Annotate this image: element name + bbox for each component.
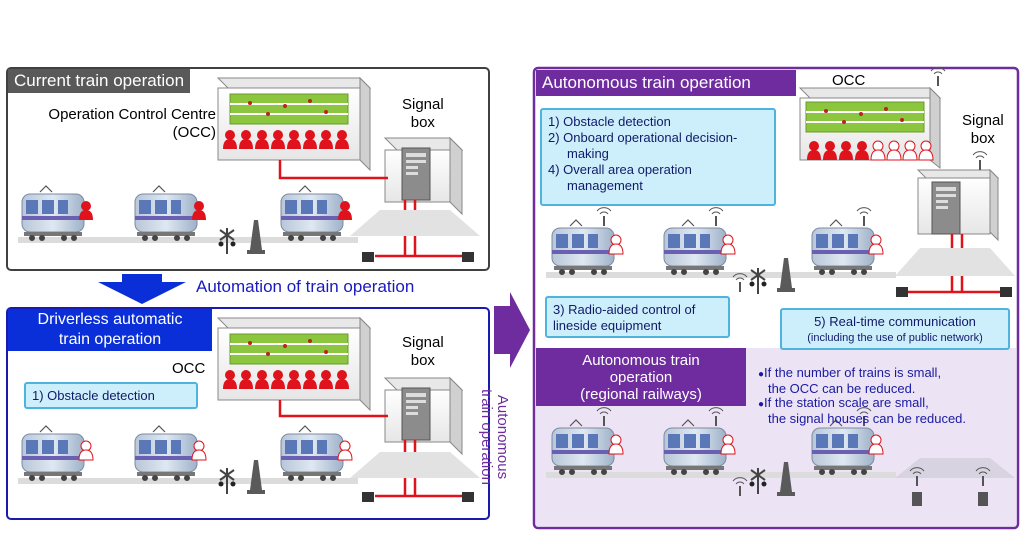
driverless-title: Driverless automatic train operation bbox=[8, 309, 212, 351]
realtime-comm-line1: 5) Real-time communication bbox=[814, 314, 976, 329]
side-arrow-label-wrap: Autonomous train operation bbox=[478, 362, 528, 512]
automation-label: Automation of train operation bbox=[196, 277, 415, 296]
driverless-signal-label: Signal box bbox=[402, 334, 444, 369]
regional-title: Autonomous train operation (regional rai… bbox=[536, 348, 746, 406]
feature-4-cont: management bbox=[567, 178, 643, 193]
current-signal-label: Signal box bbox=[402, 96, 444, 131]
feature-1: 1) Obstacle detection bbox=[548, 114, 671, 129]
driverless-occ-label: OCC bbox=[172, 360, 206, 377]
current-occ-building bbox=[216, 76, 372, 172]
autonomous-features-box: 1) Obstacle detection 2) Onboard operati… bbox=[540, 108, 776, 206]
radio-control-box: 3) Radio-aided control of lineside equip… bbox=[545, 296, 730, 338]
note-1: ●If the number of trains is small, bbox=[758, 365, 942, 381]
driverless-feature-box: 1) Obstacle detection bbox=[24, 382, 198, 409]
autonomous-title: Autonomous train operation bbox=[536, 70, 796, 96]
regional-notes: ●If the number of trains is small, the O… bbox=[758, 366, 966, 426]
driverless-occ-building bbox=[216, 316, 372, 412]
current-signal-box bbox=[383, 136, 464, 216]
feature-4: 4) Overall area operation bbox=[548, 162, 692, 177]
autonomous-signal-box bbox=[916, 151, 1000, 242]
note-2-cont: the signal houses can be reduced. bbox=[768, 411, 967, 426]
note-1-cont: the OCC can be reduced. bbox=[768, 381, 916, 396]
down-arrow bbox=[98, 274, 186, 304]
autonomous-occ-building bbox=[798, 67, 946, 170]
current-title: Current train operation bbox=[8, 69, 191, 93]
current-occ-label: Operation Control Centre (OCC) bbox=[48, 106, 216, 141]
realtime-comm-box: 5) Real-time communication (including th… bbox=[780, 308, 1010, 350]
side-arrow-label: Autonomous train operation bbox=[478, 389, 511, 485]
side-arrow bbox=[494, 292, 530, 368]
autonomous-occ-label: OCC bbox=[832, 72, 866, 89]
realtime-comm-line2: (including the use of public network) bbox=[807, 332, 983, 344]
autonomous-signal-label: Signal box bbox=[962, 112, 1004, 147]
feature-2: 2) Onboard operational decision- bbox=[548, 130, 738, 145]
feature-2-cont: making bbox=[567, 146, 609, 161]
note-2: ●If the station scale are small, bbox=[758, 395, 929, 411]
